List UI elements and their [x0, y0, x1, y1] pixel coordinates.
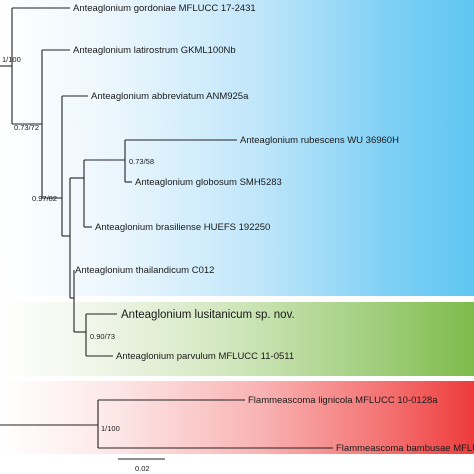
- support-rubescens-globosum: 0.73/58: [129, 157, 154, 166]
- support-latirostrum-node: 0.73/72: [14, 123, 39, 132]
- taxon-bambusae: Flammeascoma bambusae MFLUCC: [336, 443, 474, 454]
- scale-bar-label: 0.02: [135, 464, 150, 473]
- support-abbreviatum-node: 0.97/82: [32, 194, 57, 203]
- taxon-lignicola: Flammeascoma lignicola MFLUCC 10-0128a: [248, 395, 438, 406]
- taxon-latirostrum: Anteaglonium latirostrum GKML100Nb: [73, 45, 236, 56]
- taxon-brasiliense: Anteaglonium brasiliense HUEFS 192250: [95, 222, 270, 233]
- taxon-gordoniae: Anteaglonium gordoniae MFLUCC 17-2431: [73, 3, 256, 14]
- taxon-lusitanicum: Anteaglonium lusitanicum sp. nov.: [121, 309, 295, 321]
- flammeascoma-clade-band: [0, 381, 474, 454]
- support-values: 1/100 0.73/72 0.73/58 0.97/82 0.90/73 1/…: [2, 55, 154, 433]
- support-flammeascoma: 1/100: [101, 424, 120, 433]
- taxon-parvulum: Anteaglonium parvulum MFLUCC 11-0511: [116, 351, 294, 362]
- new-species-clade-band: [0, 302, 474, 376]
- support-root-anteaglonium: 1/100: [2, 55, 21, 64]
- anteaglonium-clade-band: [0, 0, 474, 296]
- taxon-labels: Anteaglonium gordoniae MFLUCC 17-2431 An…: [73, 3, 474, 454]
- taxon-abbreviatum: Anteaglonium abbreviatum ANM925a: [91, 91, 249, 102]
- tree-branches: [0, 7, 333, 460]
- taxon-rubescens: Anteaglonium rubescens WU 36960H: [240, 135, 399, 146]
- support-lusitanicum-parvulum: 0.90/73: [90, 332, 115, 341]
- taxon-globosum: Anteaglonium globosum SMH5283: [135, 177, 282, 188]
- taxon-thailandicum: Anteaglonium thailandicum C012: [75, 265, 214, 276]
